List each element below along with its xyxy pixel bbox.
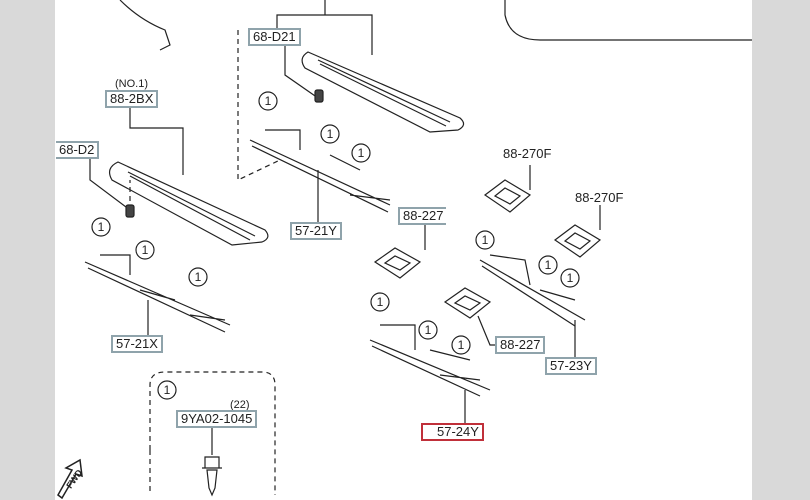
part-label-57-21x[interactable]: 57-21X [111,335,163,353]
fwd-arrow-icon [57,458,83,500]
part-label-57-21y[interactable]: 57-21Y [290,222,342,240]
callout-number: 1 [567,271,574,285]
bolt-icon [202,456,222,497]
callout-number: 1 [164,383,171,397]
pad-88-227-a [373,247,422,279]
leader-lines [89,0,601,455]
part-label-57-24y-selected[interactable]: 57-24Y [421,423,484,441]
part-label-68-d21-left[interactable]: 68-D2 [56,141,100,159]
part-label-57-23y[interactable]: 57-23Y [545,357,597,375]
part-label-88-270f-right[interactable]: 88-270F [575,190,624,205]
clip-upper [314,89,324,103]
seat-rail-57-21x [84,254,231,333]
clip-lower [125,204,135,218]
seat-rail-57-24y [369,324,491,397]
callout-number: 1 [265,94,272,108]
part-label-88-227-lower[interactable]: 88-227 [495,336,546,354]
parts-diagram [55,0,752,500]
callout-circles: 1 1 1 1 1 1 1 1 1 1 1 1 1 [91,91,580,400]
rail-cover-upper [301,51,465,133]
part-label-9ya02-1045[interactable]: 9YA02-1045 [176,410,258,428]
seat-cushion-outline [504,0,752,41]
qty-22: (22) [230,399,250,411]
callout-number: 1 [358,146,365,160]
pad-88-227-b [443,287,492,319]
part-label-88-270f-top[interactable]: 88-270F [503,146,552,161]
callout-number: 1 [482,233,489,247]
callout-number: 1 [327,127,334,141]
pad-88-270f-a [483,179,532,213]
part-label-68-d21-top[interactable]: 68-D21 [248,28,301,46]
part-label-88-227-upper[interactable]: 88-227 [398,207,447,225]
callout-number: 1 [377,295,384,309]
callout-number: 1 [98,220,105,234]
callout-number: 1 [458,338,465,352]
callout-number: 1 [195,270,202,284]
callout-number: 1 [545,258,552,272]
part-label-88-2bx[interactable]: 88-2BX [105,90,159,108]
seat-rail-57-23y [479,254,586,327]
callout-number: 1 [142,243,149,257]
callout-number: 1 [425,323,432,337]
qty-no1: (NO.1) [115,78,148,90]
pad-88-270f-b [553,224,602,258]
seat-rail-57-21y [249,129,391,213]
rail-cover-lower [108,161,269,246]
wire-harness [119,0,171,51]
